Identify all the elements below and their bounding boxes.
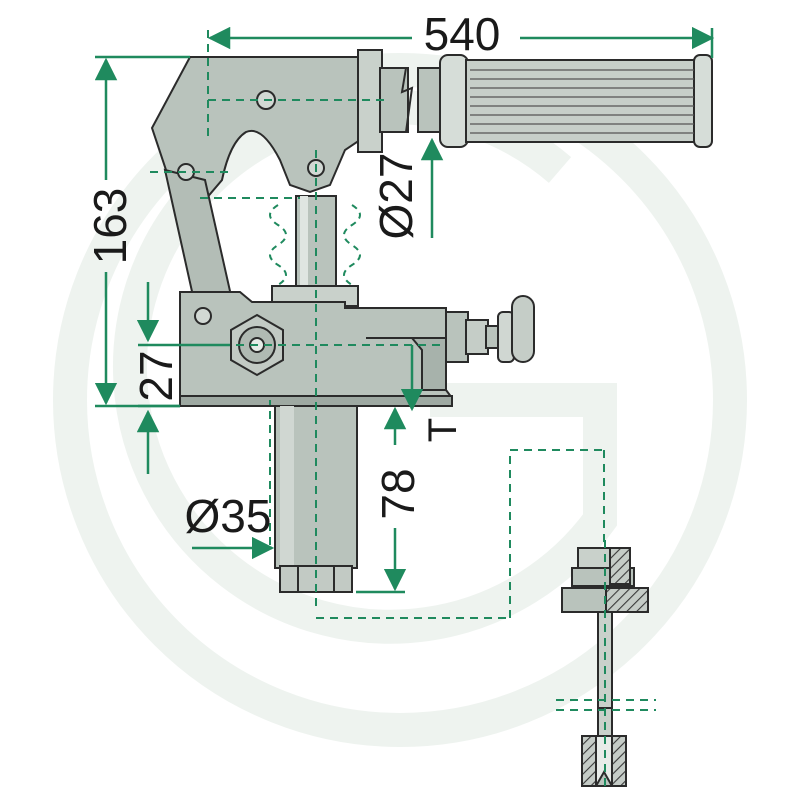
dimension-handle-diameter-label: Ø27 [370, 153, 422, 240]
detail-break-lines [556, 540, 656, 792]
center-lines [150, 30, 605, 619]
dimension-cylinder-length-label: 78 [372, 468, 424, 519]
dimension-height-label: 163 [84, 188, 136, 265]
dimension-lines [94, 26, 715, 594]
tank-port-label: T [421, 418, 465, 442]
handle-grip [439, 54, 713, 148]
release-valve-knob [445, 295, 535, 363]
dimension-length-label: 540 [424, 8, 501, 60]
pump-lever [150, 56, 361, 307]
dimension-base-height-label: 27 [130, 350, 182, 401]
dimension-cylinder-diameter-label: Ø35 [185, 490, 272, 542]
pump-cylinder [274, 405, 358, 593]
